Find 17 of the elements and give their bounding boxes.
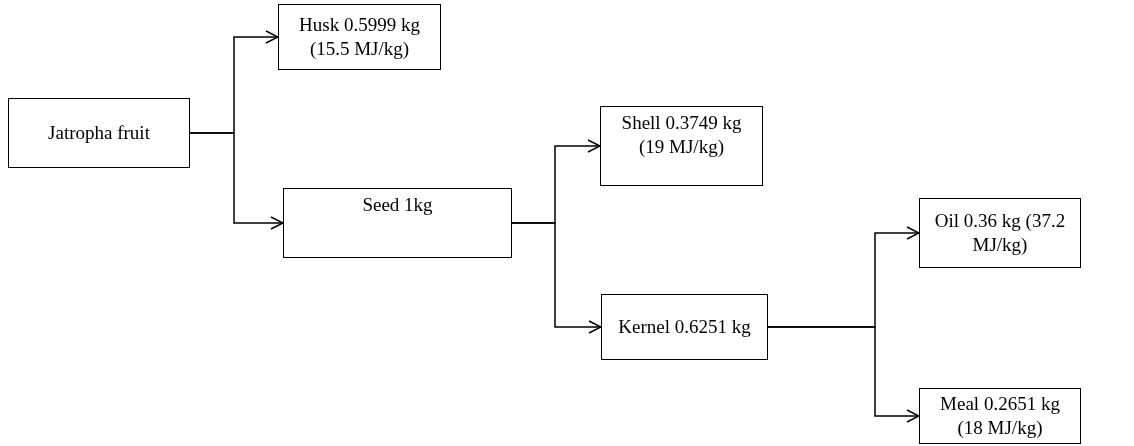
box-label: Oil 0.36 kg (37.2 MJ/kg) <box>933 209 1067 257</box>
box-label: Kernel 0.6251 kg <box>618 315 751 339</box>
box-label: Shell 0.3749 kg (19 MJ/kg) <box>620 111 743 159</box>
connector-arrow <box>767 326 920 423</box>
process-box <box>600 106 763 186</box>
process-box <box>919 198 1081 268</box>
connector-arrow <box>511 222 602 334</box>
process-box <box>8 98 190 168</box>
process-box <box>283 188 512 258</box>
connector-arrow <box>189 132 284 230</box>
box-label: Jatropha fruit <box>48 121 150 145</box>
process-box <box>601 294 768 360</box>
process-box <box>278 4 441 70</box>
box-label: Husk 0.5999 kg (15.5 MJ/kg) <box>298 13 421 61</box>
box-label: Seed 1kg <box>362 193 433 217</box>
process-box <box>919 388 1081 444</box>
box-label: Meal 0.2651 kg (18 MJ/kg) <box>939 392 1061 440</box>
